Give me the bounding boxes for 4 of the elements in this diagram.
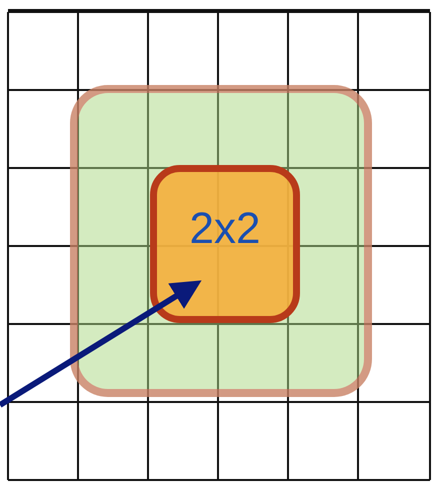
size-label: 2x2 (190, 204, 260, 254)
rounded-square (70, 85, 372, 397)
rounded-square (150, 165, 300, 323)
arrow (0, 280, 202, 408)
